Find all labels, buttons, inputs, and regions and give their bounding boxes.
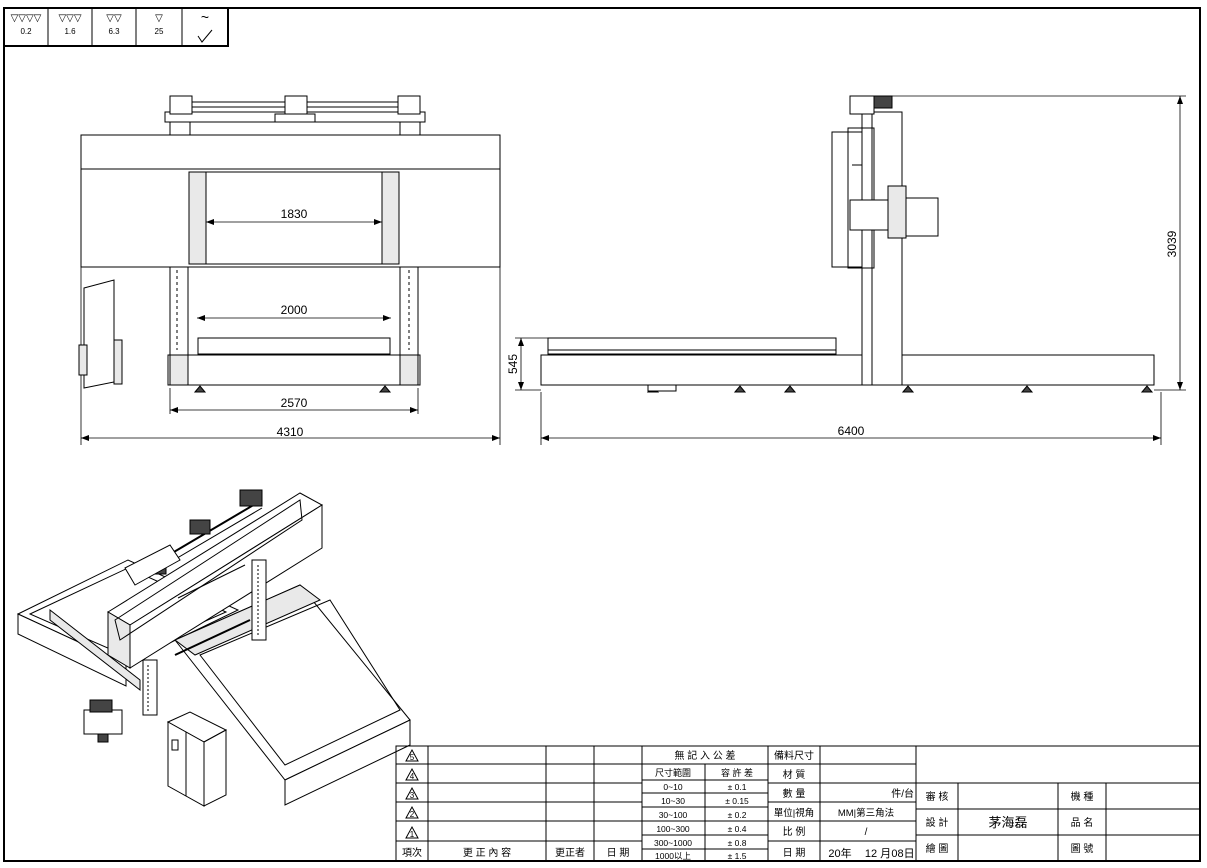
- date-year: 20年: [828, 846, 851, 860]
- dim-2570: 2570: [281, 396, 308, 410]
- date-label: 日 期: [783, 847, 806, 859]
- tolerance-range-6: 1000以上: [655, 851, 691, 861]
- designer-name: 茅海磊: [988, 816, 1027, 831]
- dim-545: 545: [506, 354, 520, 374]
- revision-triangle-1: 1: [405, 825, 419, 839]
- tolerance-title: 無 記 入 公 差: [674, 749, 735, 762]
- machining-check-icon: [197, 29, 213, 43]
- dim-6400: 6400: [838, 424, 865, 438]
- revision-triangle-5: 5: [405, 748, 419, 762]
- drawing-number-label: 圖 號: [1071, 842, 1094, 855]
- front-view: 1830 2000 2570 4310: [78, 95, 501, 445]
- tolerance-range-2: 10~30: [661, 796, 685, 806]
- side-view: 545 6400 3039: [506, 95, 1186, 445]
- tolerance-header-tol: 容 許 差: [721, 767, 753, 778]
- design-label: 設 計: [926, 816, 949, 829]
- title-block: 5 4 3 2 1 項次 更 正 內 容 更正者 日 期 無 記 入 公 差 尺…: [395, 745, 1201, 862]
- surface-value-1: 0.2: [20, 27, 32, 36]
- surface-value-3: 6.3: [108, 27, 120, 36]
- svg-text:2: 2: [410, 810, 415, 819]
- tolerance-header-range: 尺寸範圍: [655, 767, 691, 778]
- tolerance-range-4: 100~300: [656, 824, 690, 834]
- revision-header-item: 項次: [402, 846, 422, 859]
- scale-label: 比 例: [783, 825, 806, 838]
- isometric-view: [16, 489, 411, 807]
- surface-value-4: 25: [155, 27, 164, 36]
- revision-triangle-2: 2: [405, 805, 419, 819]
- product-name-label: 品 名: [1071, 816, 1094, 829]
- surface-marks-5: ~: [201, 9, 209, 25]
- tolerance-range-3: 30~100: [659, 810, 688, 820]
- tolerance-range-1: 0~10: [663, 782, 682, 792]
- surface-marks-3: ▽▽: [106, 13, 122, 24]
- quantity-unit: 件/台: [891, 787, 914, 800]
- dim-3039: 3039: [1165, 230, 1179, 257]
- surface-roughness-table: ▽▽▽▽ 0.2 ▽▽▽ 1.6 ▽▽ 6.3 ▽ 25 ~: [3, 7, 229, 47]
- unit-label: 單位|視角: [774, 807, 814, 819]
- dim-1830: 1830: [281, 207, 308, 221]
- date-month: 12 月: [865, 848, 891, 860]
- svg-text:3: 3: [410, 791, 415, 800]
- surface-marks-2: ▽▽▽: [58, 13, 81, 24]
- tolerance-value-2: ± 0.15: [725, 796, 749, 806]
- scale-value: /: [865, 827, 868, 838]
- tolerance-value-4: ± 0.4: [728, 824, 747, 834]
- revision-header-date: 日 期: [607, 847, 630, 859]
- dim-4310: 4310: [277, 425, 304, 439]
- tolerance-value-3: ± 0.2: [728, 810, 747, 820]
- tolerance-range-5: 300~1000: [654, 838, 692, 848]
- date-day: 08日: [891, 848, 914, 860]
- tolerance-value-5: ± 0.8: [728, 838, 747, 848]
- quantity-label: 數 量: [783, 787, 806, 800]
- svg-text:5: 5: [410, 753, 415, 762]
- dim-2000: 2000: [281, 303, 308, 317]
- draw-label: 繪 圖: [926, 842, 949, 855]
- unit-value: MM|第三角法: [838, 807, 894, 819]
- surface-value-2: 1.6: [64, 27, 76, 36]
- svg-text:1: 1: [410, 830, 415, 839]
- tolerance-value-1: ± 0.1: [728, 782, 747, 792]
- review-label: 審 核: [926, 790, 949, 803]
- revision-header-content: 更 正 內 容: [463, 846, 511, 859]
- model-label: 機 種: [1071, 790, 1094, 803]
- tolerance-value-6: ± 1.5: [728, 851, 747, 861]
- svg-text:4: 4: [410, 772, 415, 781]
- revision-triangle-3: 3: [405, 786, 419, 800]
- surface-marks-1: ▽▽▽▽: [11, 13, 42, 24]
- surface-marks-4: ▽: [155, 13, 163, 24]
- material-label: 材 質: [783, 768, 806, 781]
- material-size-label: 備料尺寸: [774, 749, 814, 762]
- revision-triangle-4: 4: [405, 767, 419, 781]
- revision-header-editor: 更正者: [555, 847, 585, 859]
